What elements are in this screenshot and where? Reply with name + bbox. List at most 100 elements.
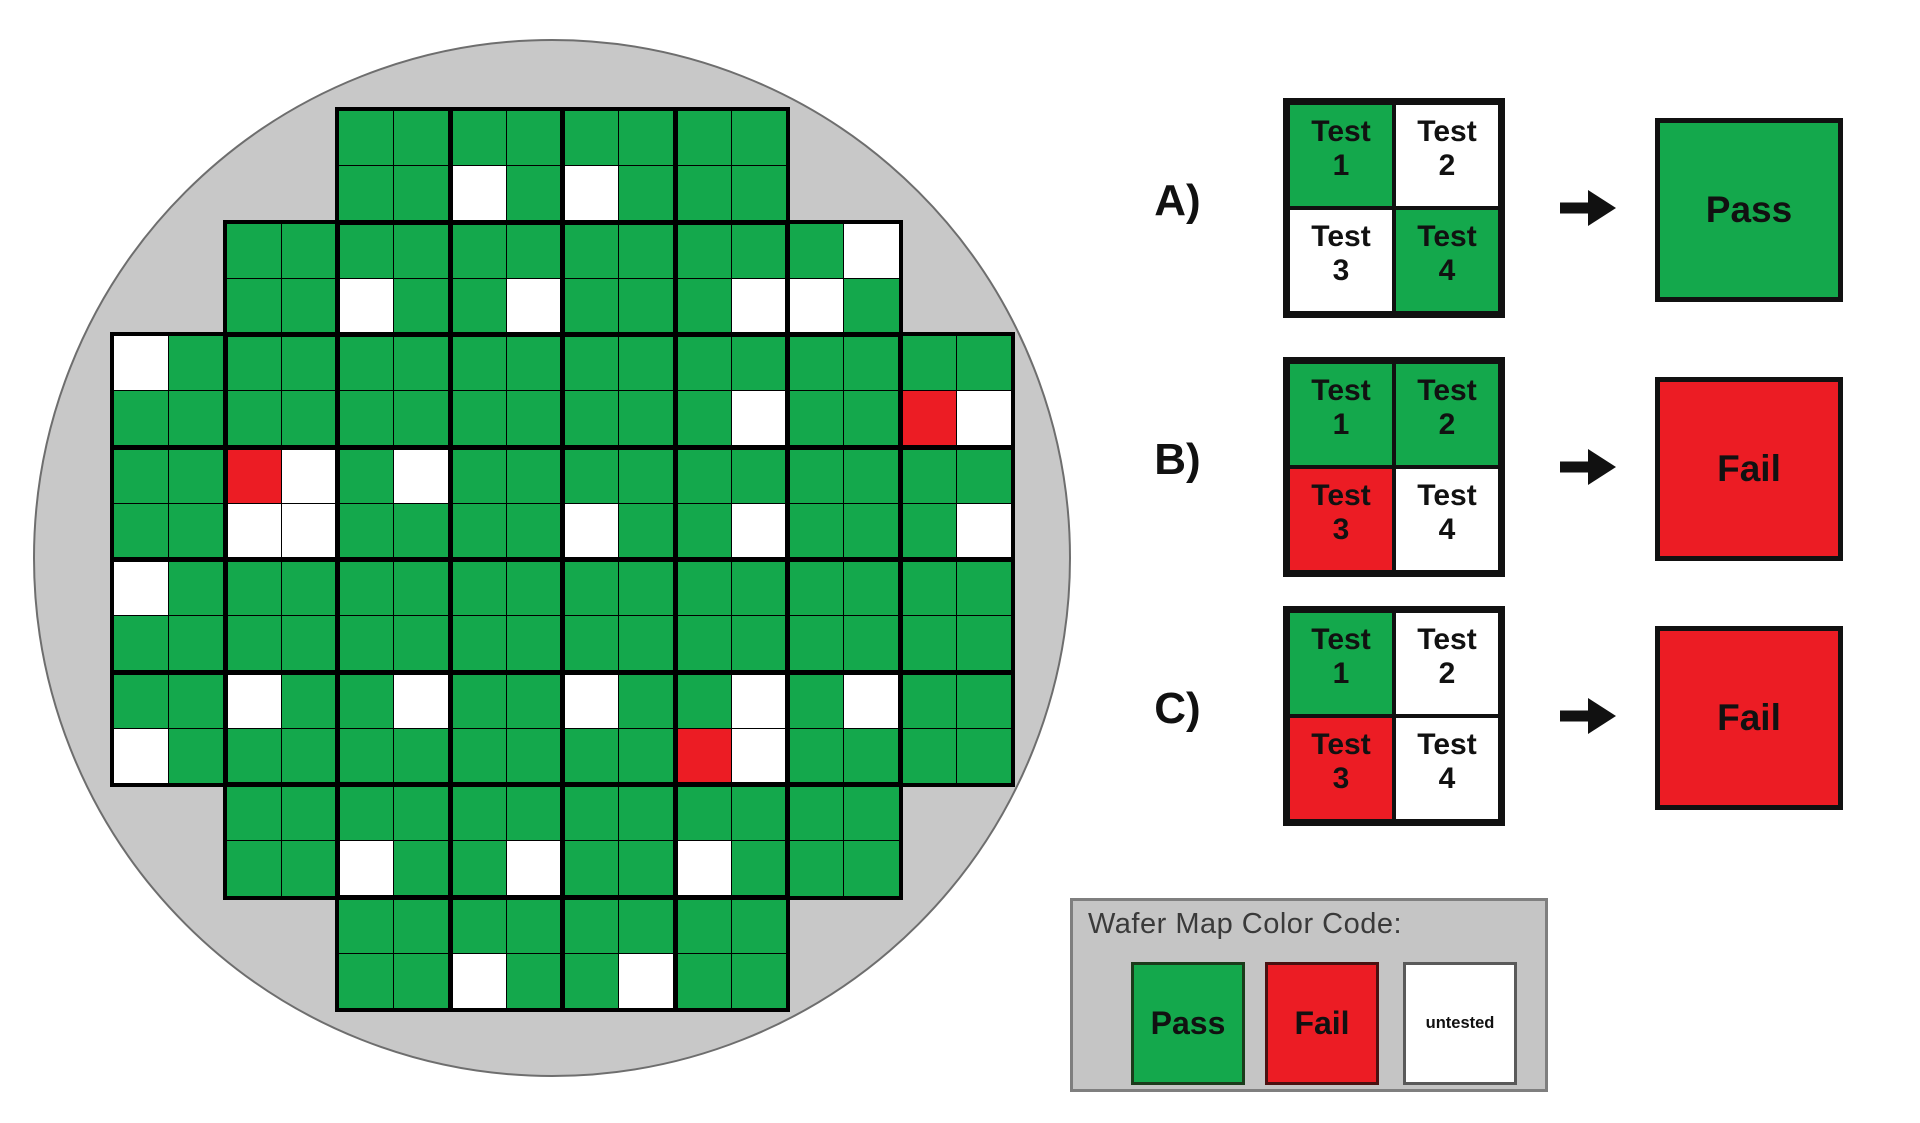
test-cell-word: Test	[1311, 374, 1371, 407]
die-pass	[111, 502, 170, 561]
die-pass	[336, 221, 395, 279]
die-pass	[674, 108, 732, 167]
die-pass	[393, 952, 451, 1011]
die-pass	[674, 165, 732, 223]
die-pass	[393, 108, 451, 167]
die-pass	[449, 502, 507, 561]
test-cell-word: Test	[1417, 479, 1477, 512]
die-pass	[449, 333, 507, 392]
right-arrow-icon	[1560, 449, 1616, 485]
die-pass	[618, 221, 676, 279]
test-cell-word: Test	[1417, 220, 1477, 253]
die-pass	[955, 558, 1014, 617]
die-pass	[505, 671, 564, 729]
die-pass	[449, 221, 507, 279]
die-pass	[674, 390, 732, 448]
die-pass	[336, 558, 395, 617]
die-fail	[899, 390, 957, 448]
die-pass	[618, 390, 676, 448]
die-pass	[561, 727, 620, 786]
die-pass	[168, 727, 226, 786]
die-pass	[899, 446, 957, 504]
die-pass	[561, 277, 620, 336]
die-pass	[843, 783, 901, 842]
die-pass	[618, 108, 676, 167]
test-cell-word: Test	[1311, 479, 1371, 512]
die-pass	[674, 333, 732, 392]
die-untested	[393, 446, 451, 504]
die-pass	[899, 727, 957, 786]
die-pass	[505, 896, 564, 954]
die-untested	[730, 671, 789, 729]
die-pass	[561, 108, 620, 167]
example-b-label: B)	[1154, 435, 1201, 484]
die-untested	[336, 277, 395, 336]
die-pass	[674, 277, 732, 336]
die-pass	[449, 277, 507, 336]
test-cell-number: 4	[1438, 761, 1456, 795]
die-pass	[618, 446, 676, 504]
die-pass	[899, 615, 957, 673]
die-pass	[224, 783, 282, 842]
die-pass	[786, 727, 845, 786]
die-pass	[505, 952, 564, 1011]
die-pass	[336, 502, 395, 561]
die-pass	[336, 333, 395, 392]
test-cell-word: Test	[1417, 623, 1477, 656]
die-pass	[449, 671, 507, 729]
die-pass	[561, 390, 620, 448]
die-pass	[111, 615, 170, 673]
die-pass	[168, 333, 226, 392]
die-pass	[393, 896, 451, 954]
die-pass	[336, 727, 395, 786]
die-pass	[786, 840, 845, 898]
die-pass	[224, 615, 282, 673]
die-pass	[561, 221, 620, 279]
die-untested	[224, 671, 282, 729]
die-pass	[280, 615, 339, 673]
legend-swatch-label: Pass	[1150, 1005, 1226, 1041]
die-pass	[111, 446, 170, 504]
die-untested	[618, 952, 676, 1011]
die-pass	[843, 390, 901, 448]
test-cell-number: 2	[1438, 407, 1456, 441]
die-untested	[561, 165, 620, 223]
die-pass	[843, 502, 901, 561]
die-pass	[449, 896, 507, 954]
test-cell-word: Test	[1311, 220, 1371, 253]
die-pass	[449, 558, 507, 617]
test-cell-word: Test	[1417, 728, 1477, 761]
die-pass	[280, 840, 339, 898]
die-pass	[786, 502, 845, 561]
die-pass	[843, 615, 901, 673]
die-pass	[336, 952, 395, 1011]
die-pass	[449, 727, 507, 786]
die-pass	[674, 615, 732, 673]
die-pass	[505, 727, 564, 786]
die-pass	[730, 221, 789, 279]
test-cell-word: Test	[1311, 728, 1371, 761]
die-pass	[505, 783, 564, 842]
die-pass	[730, 783, 789, 842]
result-box-pass: Pass	[1655, 118, 1843, 302]
die-pass	[899, 502, 957, 561]
die-pass	[955, 333, 1014, 392]
die-pass	[674, 558, 732, 617]
die-pass	[505, 390, 564, 448]
die-untested	[843, 671, 901, 729]
die-pass	[280, 558, 339, 617]
die-untested	[224, 502, 282, 561]
die-pass	[618, 896, 676, 954]
legend-title: Wafer Map Color Code:	[1088, 908, 1403, 940]
die-untested	[111, 333, 170, 392]
legend-box: Wafer Map Color Code: Pass Fail untested	[1070, 898, 1548, 1092]
die-untested	[111, 727, 170, 786]
die-fail	[224, 446, 282, 504]
die-pass	[730, 165, 789, 223]
die-untested	[561, 502, 620, 561]
